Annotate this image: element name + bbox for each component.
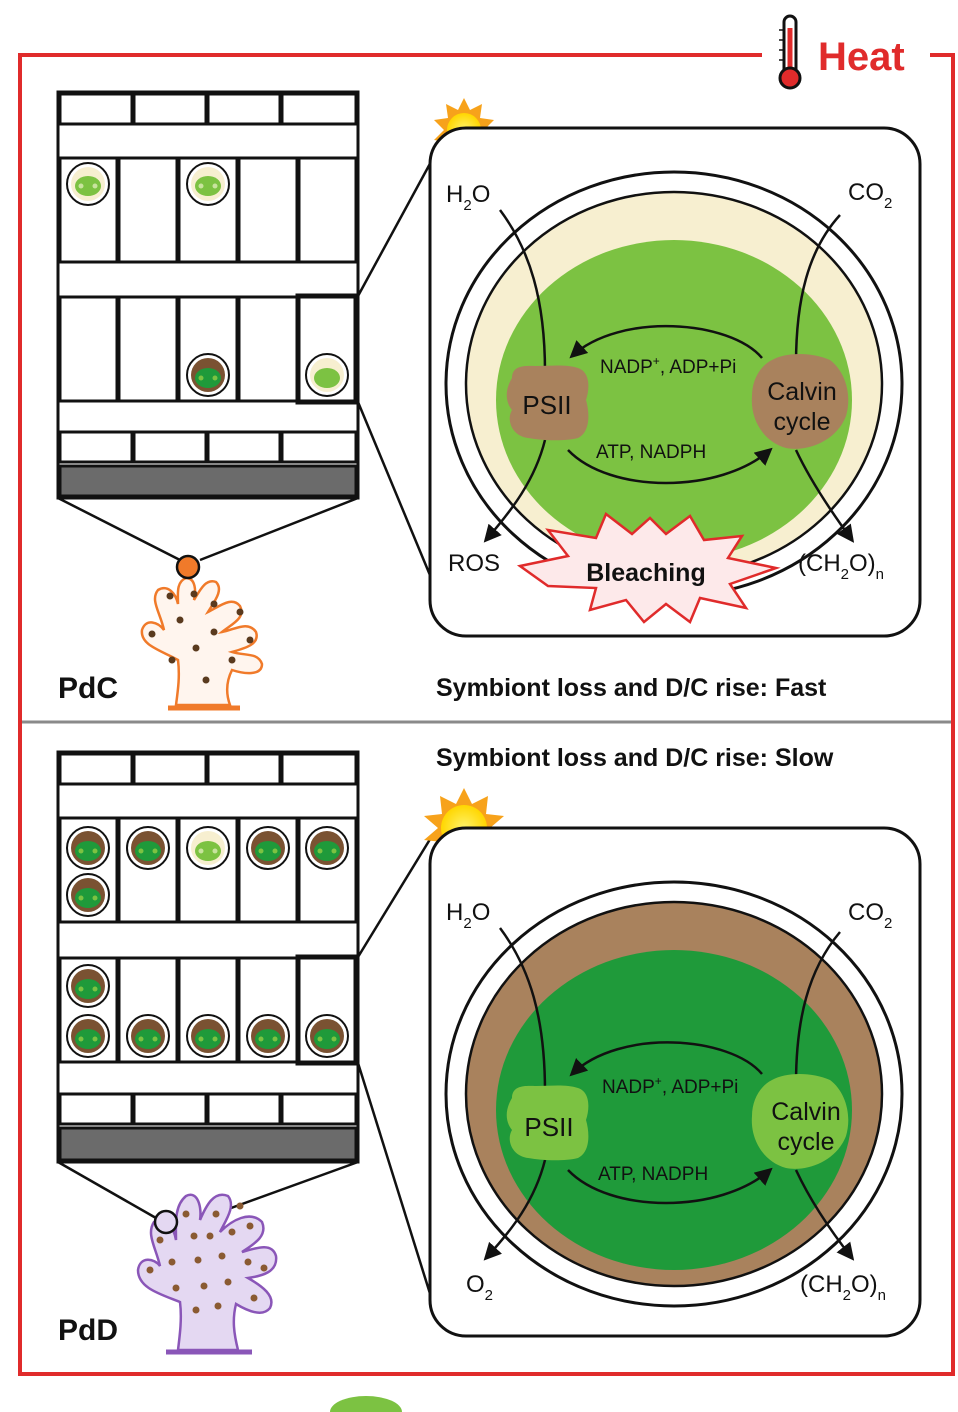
pdc-co2-label: CO2 [848,179,892,212]
pdc-h2o-label: H2O [446,181,490,214]
pdc-atp-label: ATP, NADPH [596,442,706,463]
pdd-calvin-label-line1: Calvin [771,1098,840,1126]
symbiont-bleached [186,162,230,206]
symbiont-healthy [66,826,110,870]
partial-green-shape [330,1396,402,1412]
pdd-symbionts [66,826,349,1058]
symbiont-healthy [246,1014,290,1058]
pdc-psii-label: PSII [522,390,571,420]
pdd-chloroplast [444,880,904,1308]
pdc-tissue-diagram [56,90,360,500]
pdd-electron-flows [483,927,855,1261]
symbiont-healthy [305,1014,349,1058]
pdd-label: PdD [58,1314,118,1347]
pdd-ch2o-label: (CH2O)n [800,1271,886,1304]
pdc-calvin-complex [751,354,849,449]
pdc-label: PdC [58,672,118,705]
bleaching-label: Bleaching [586,559,705,587]
symbiont-healthy [186,1014,230,1058]
pdc-symbionts [66,162,349,397]
pdd-psii-complex [506,1085,589,1161]
pdc-psii-complex [506,365,589,441]
pdc-nadp-label: NADP+, ADP+Pi [600,354,736,378]
pdd-atp-label: ATP, NADPH [598,1164,708,1185]
pdd-h2o-label: H2O [446,899,490,932]
pdd-coral-icon [136,1193,278,1355]
pdd-co2-label: CO2 [848,899,892,932]
pdd-nadp-label: NADP+, ADP+Pi [602,1074,738,1098]
symbiont-healthy [66,1014,110,1058]
pdc-calvin-label-line1: Calvin [767,378,836,406]
pdd-calvin-label-line2: cycle [778,1128,835,1156]
pdd-psii-label: PSII [524,1112,573,1142]
symbiont-healthy [246,826,290,870]
pdd-o2-label: O2 [466,1271,493,1304]
pdc-calvin-label-line2: cycle [774,408,831,436]
symbiont-healthy [66,964,110,1008]
pdd-status-text: Symbiont loss and D/C rise: Slow [436,744,834,772]
symbiont-bleached [305,353,349,397]
symbiont-healthy [126,1014,170,1058]
symbiont-healthy [305,826,349,870]
heat-label: Heat [818,35,905,79]
pdd-tissue-diagram [56,750,360,1164]
symbiont-bleached [186,826,230,870]
symbiont-bleached [66,162,110,206]
pdc-chloroplast [444,170,904,598]
symbiont-healthy [126,826,170,870]
symbiont-healthy [66,873,110,917]
pdc-ch2o-label: (CH2O)n [798,550,884,583]
pdd-calvin-complex [751,1074,849,1169]
heat-frame [18,53,955,1376]
pdc-zoom-lines [57,159,434,581]
pdc-status-text: Symbiont loss and D/C rise: Fast [436,674,827,702]
thermometer-icon [778,14,802,90]
pdc-electron-flows [483,209,855,543]
pdc-coral-icon [140,554,264,711]
bleaching-burst-icon [516,512,781,624]
pdc-ros-label: ROS [448,550,500,577]
symbiont-healthy [186,353,230,397]
